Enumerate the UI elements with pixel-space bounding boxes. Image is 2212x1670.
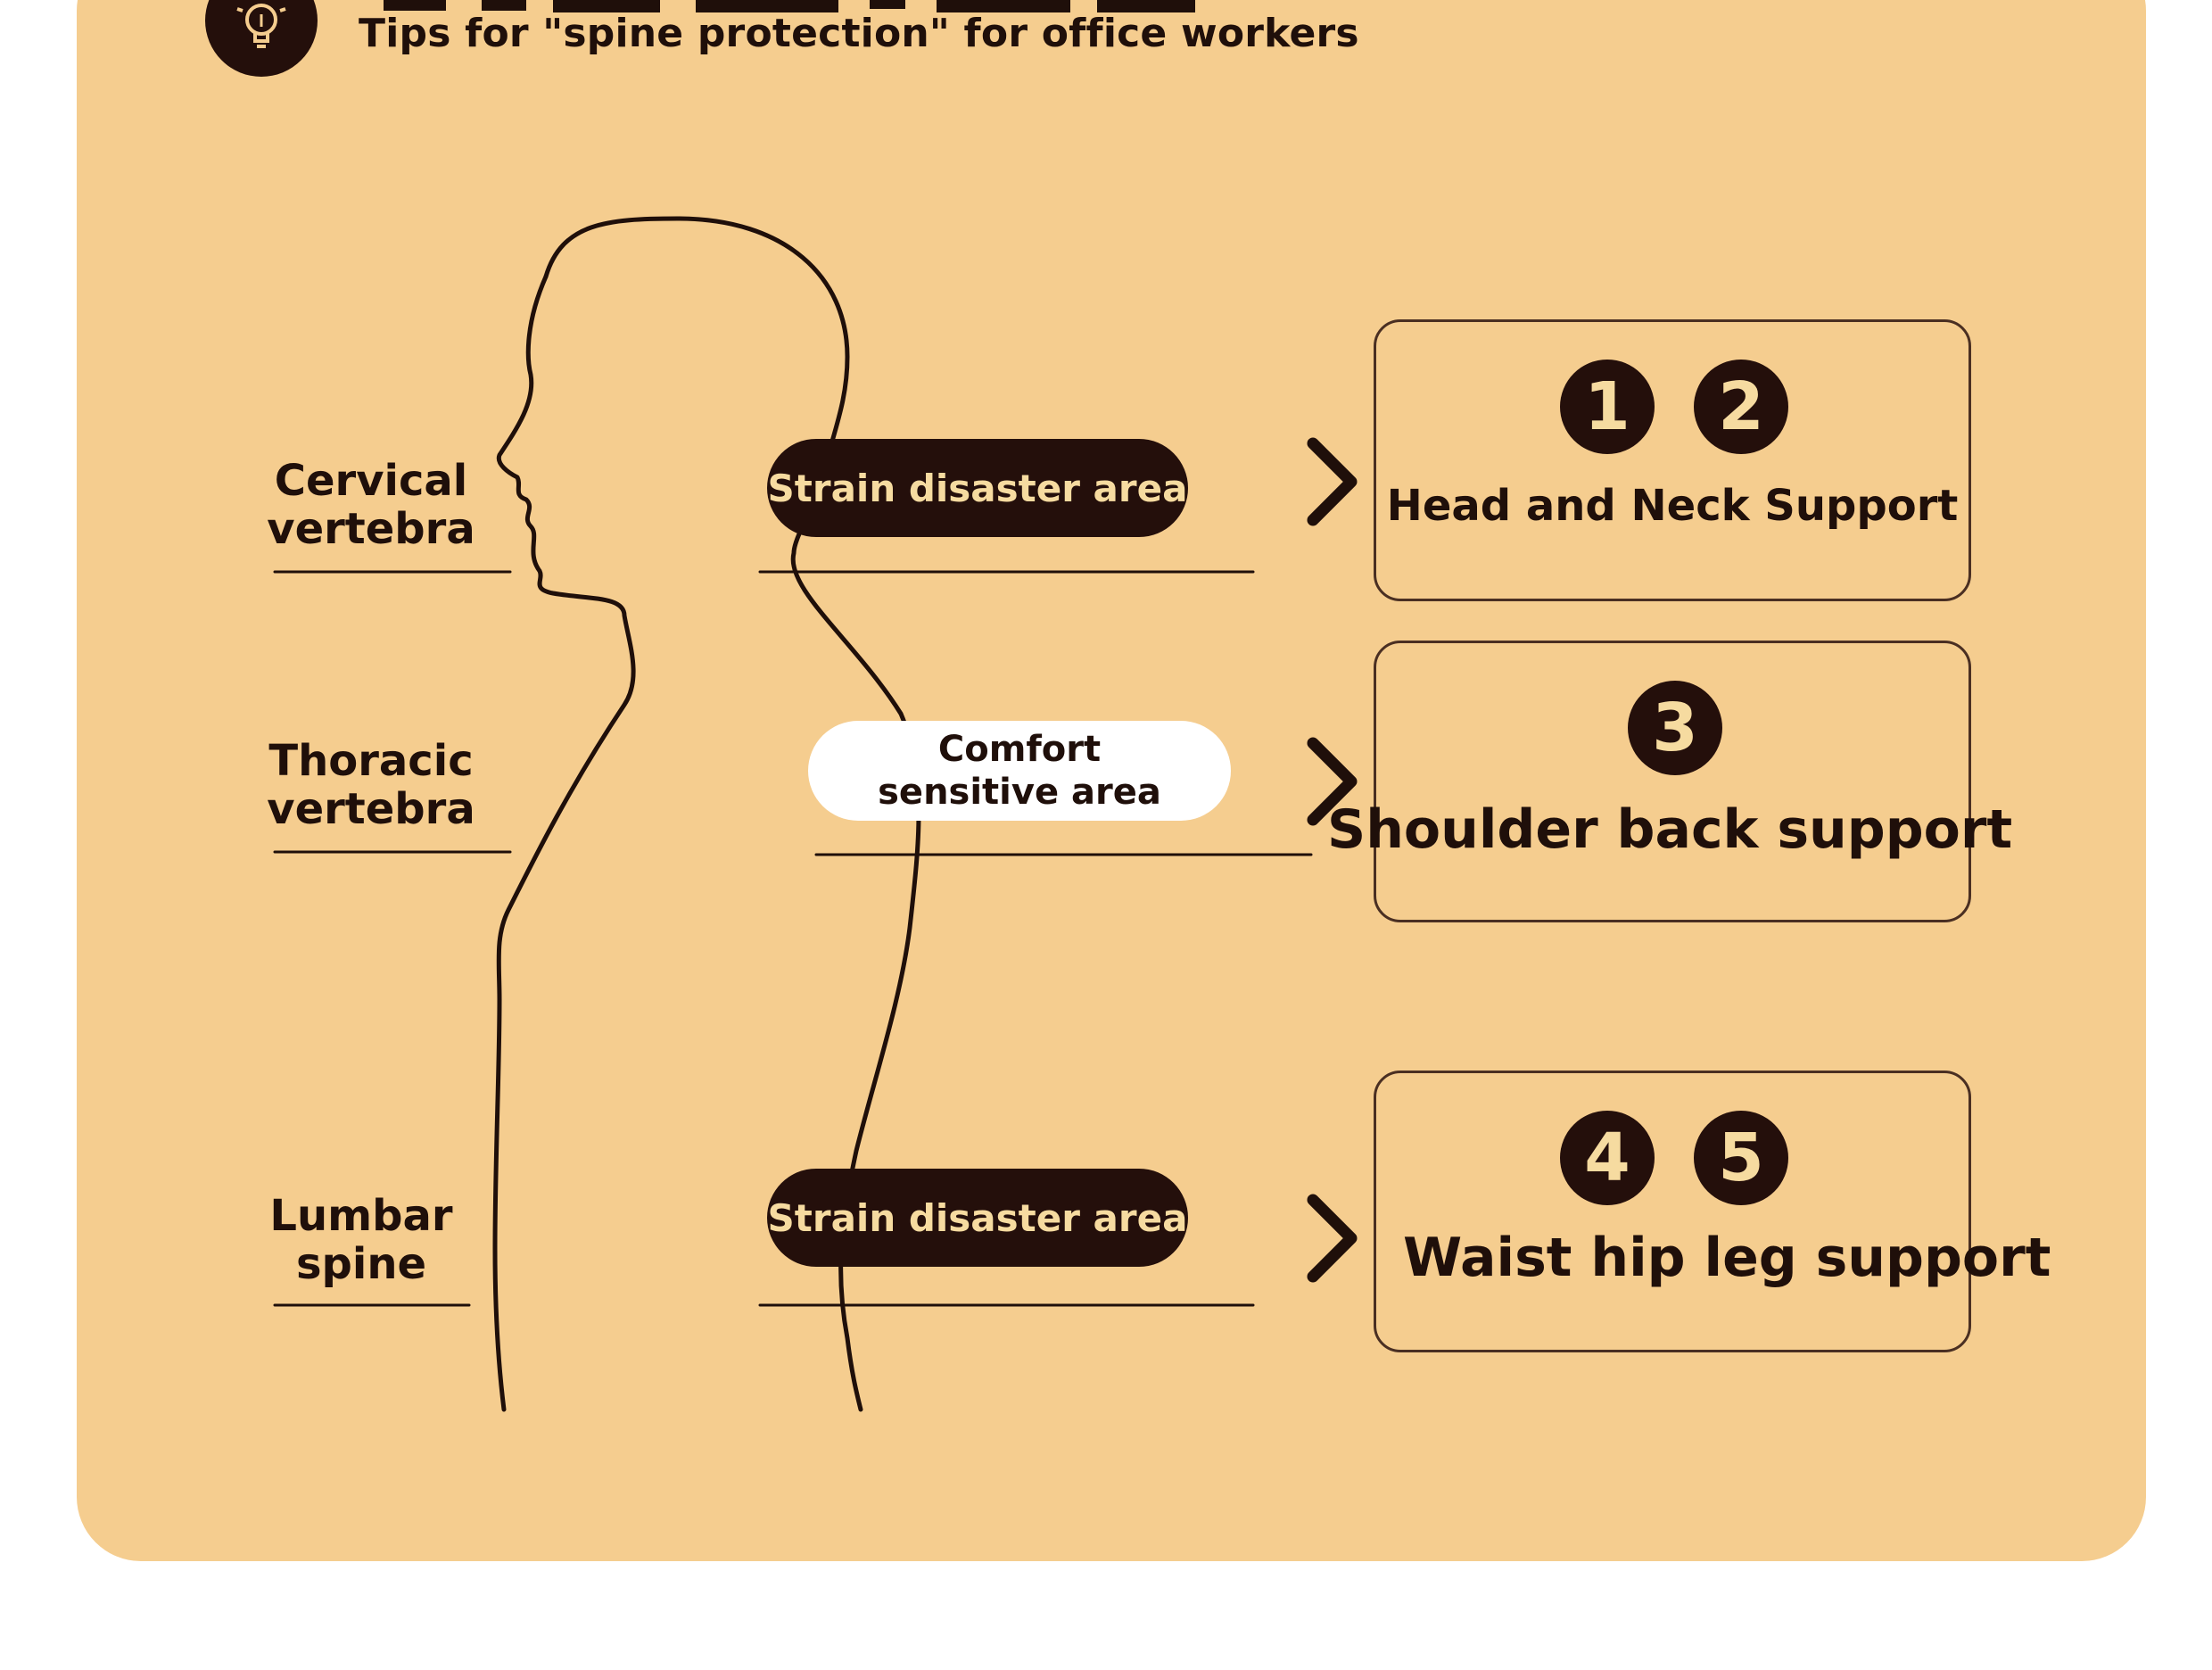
title-top-strokes <box>384 0 1195 12</box>
number-badge: 3 <box>1628 681 1722 775</box>
strain-disaster-area-badge: Strain disaster area <box>767 1169 1188 1267</box>
strain-disaster-area-badge: Strain disaster area <box>767 439 1188 537</box>
support-label: Shoulder back support <box>1327 798 2013 861</box>
chevron-right-icon <box>1307 1194 1358 1283</box>
number-badge: 1 <box>1560 360 1655 454</box>
label-cervical-vertebra: Cervical vertebra <box>267 456 475 554</box>
label-lumbar-spine: Lumbar spine <box>269 1191 453 1289</box>
support-card-head-neck: 1 2 Head and Neck Support <box>1374 319 1971 601</box>
support-card-shoulder-back: 3 Shoulder back support <box>1327 641 2012 922</box>
chevron-right-icon <box>1307 737 1358 826</box>
number-badge: 4 <box>1560 1111 1655 1205</box>
number-badge: 5 <box>1694 1111 1788 1205</box>
page-subtitle: Tips for "spine protection" for office w… <box>359 11 1359 56</box>
lightbulb-icon <box>205 0 318 77</box>
label-thoracic-vertebra: Thoracic vertebra <box>267 736 475 834</box>
number-badge: 2 <box>1694 360 1788 454</box>
face-profile-outline <box>492 274 636 1412</box>
support-label: Waist hip leg support <box>1403 1227 2051 1289</box>
support-label: Head and Neck Support <box>1386 481 1959 531</box>
support-card-waist-hip-leg: 4 5 Waist hip leg support <box>1374 1071 2051 1352</box>
comfort-sensitive-area-badge: Comfort sensitive area <box>808 721 1231 821</box>
chevron-right-icon <box>1307 437 1358 526</box>
